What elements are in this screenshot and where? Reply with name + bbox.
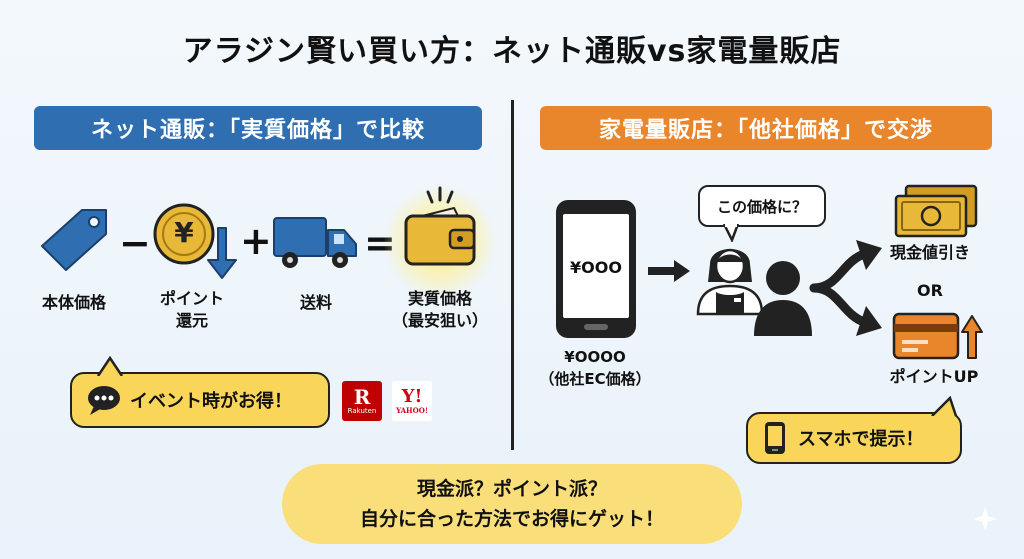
speech-tail — [722, 224, 740, 242]
point-return-label: ポイント 還元 — [159, 289, 224, 330]
event-bubble-tail — [96, 356, 124, 376]
cash-icon — [894, 184, 978, 238]
point-coin-icon — [153, 203, 237, 279]
phone-small-icon — [765, 422, 785, 454]
summary-line-1: 現金派？ポイント派？ — [416, 478, 607, 500]
sparkle-icon — [973, 507, 997, 531]
cash-discount-label: 現金値引き — [889, 243, 970, 262]
competitor-price-label: ¥OOOO （他社EC価格） — [539, 348, 651, 388]
show-phone-text: スマホで提示！ — [798, 429, 924, 450]
shipping-label: 送料 — [299, 293, 332, 312]
summary-line-2: 自分に合った方法でお得にゲット！ — [359, 508, 664, 530]
arrow-right-icon — [648, 260, 690, 282]
minus-operator: − — [119, 221, 151, 265]
rakuten-logo: R Rakuten — [342, 381, 382, 421]
branch-arrows-icon — [809, 240, 882, 336]
yen-symbol: ¥ — [174, 216, 194, 249]
truck-icon — [273, 217, 357, 268]
section-divider — [511, 100, 514, 450]
customer-icon — [754, 261, 812, 336]
show-phone-bubble-tail — [931, 396, 958, 416]
effective-price-label: 実質価格 （最安狙い） — [391, 289, 488, 330]
chat-icon — [88, 386, 120, 415]
or-label: OR — [917, 281, 943, 300]
event-bubble-text: イベント時がお得！ — [130, 391, 292, 412]
price-tag-icon — [41, 209, 107, 271]
summary-box: 現金派？ポイント派？ 自分に合った方法でお得にゲット！ — [282, 464, 742, 544]
credit-card-icon — [892, 312, 983, 360]
store-banner: 家電量販店：「他社価格」で交渉 — [540, 106, 992, 150]
online-shopping-banner: ネット通販：「実質価格」で比較 — [34, 106, 482, 150]
show-phone-bubble: スマホで提示！ — [746, 412, 962, 464]
plus-operator: + — [240, 219, 272, 263]
phone-screen-price: ¥OOO — [570, 258, 622, 277]
base-price-label: 本体価格 — [41, 293, 106, 312]
price-question-bubble: この価格に？ — [698, 185, 826, 227]
page-title: アラジン賢い買い方：ネット通販vs家電量販店 — [182, 34, 842, 69]
wallet-icon — [404, 186, 476, 266]
point-up-label: ポイントUP — [889, 367, 979, 386]
event-bubble: イベント時がお得！ — [70, 372, 330, 428]
yahoo-logo: Y! YAHOO! — [392, 381, 432, 421]
smartphone-icon — [556, 200, 636, 338]
store-staff-icon — [696, 248, 764, 316]
